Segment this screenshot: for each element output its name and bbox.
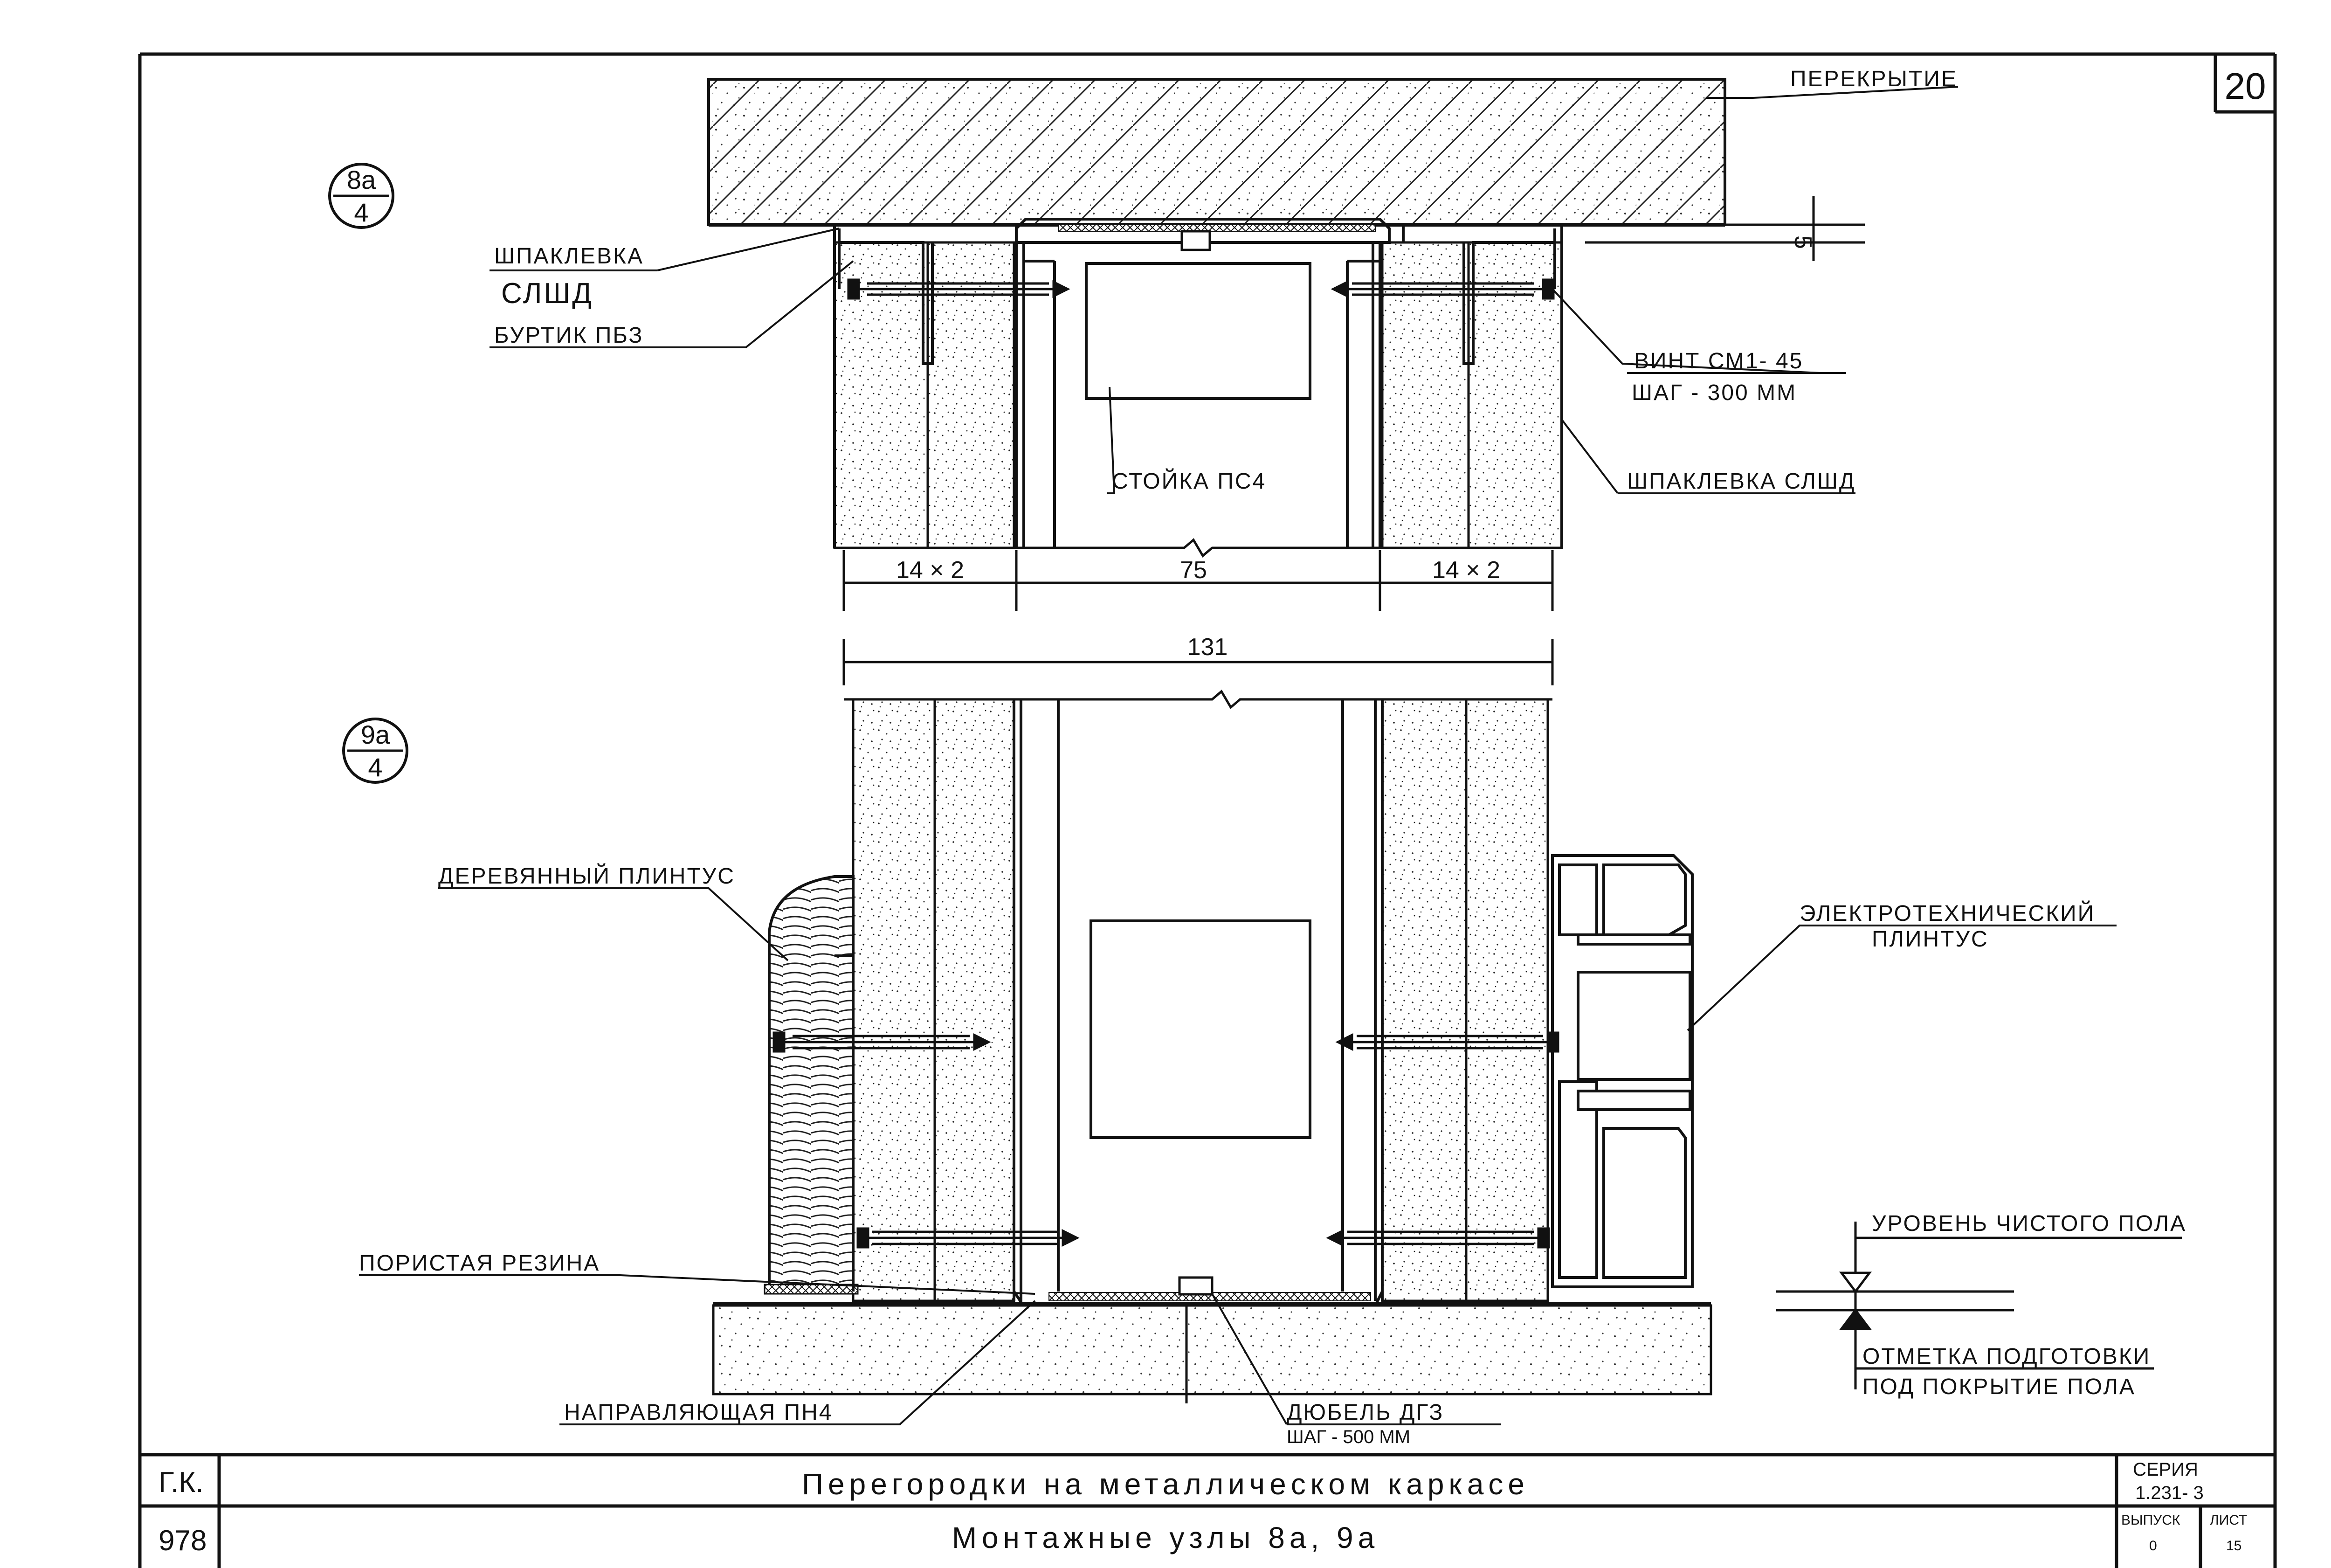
- label-vint: ВИНТ СМ1- 45: [1634, 349, 1803, 373]
- screw-top-right: [1331, 278, 1555, 300]
- seriya-label: СЕРИЯ: [2133, 1459, 2198, 1480]
- dim-right-layer: 14 × 2: [1432, 557, 1500, 584]
- callout-9a: 9a 4: [342, 718, 408, 784]
- list-value: 15: [2226, 1538, 2241, 1554]
- gypsum-board-9a-right-outer: [1465, 698, 1549, 1302]
- label-otmetka-1: ОТМЕТКА ПОДГОТОВКИ: [1862, 1344, 2151, 1369]
- title-sub: Монтажные узлы 8а, 9а: [952, 1521, 1379, 1554]
- floor-slab: [712, 1304, 1712, 1395]
- svg-text:4: 4: [368, 753, 382, 782]
- gypsum-board-9a-left-outer: [852, 698, 936, 1302]
- label-uroven: УРОВЕНЬ ЧИСТОГО ПОЛА: [1872, 1211, 2186, 1236]
- screw-top-left: [847, 278, 1070, 300]
- label-derev-plintus: ДЕРЕВЯННЫЙ ПЛИНТУС: [438, 863, 735, 889]
- title-main: Перегородки на металлическом каркасе: [802, 1467, 1529, 1501]
- gypsum-board-9a-right-inner: [1381, 698, 1468, 1302]
- screw-9a-left-lower: [856, 1227, 1080, 1249]
- electric-baseboard: [1551, 854, 1694, 1288]
- gap-dimension: [1585, 196, 1865, 261]
- node-8a: 5 14 × 2 75 14 × 2 131: [490, 78, 1959, 685]
- label-elektro-plintus-1: ЭЛЕКТРОТЕХНИЧЕСКИЙ: [1800, 900, 2095, 926]
- gypsum-board-9a-left-inner: [933, 698, 1015, 1302]
- label-dyubel: ДЮБЕЛЬ ДГЗ: [1287, 1400, 1444, 1425]
- svg-text:8a: 8a: [347, 165, 376, 194]
- ceiling-slab: [707, 78, 1726, 226]
- label-perekrytie: ПЕРЕКРЫТИЕ: [1790, 67, 1958, 91]
- screw-9a-right-upper: [1335, 1031, 1559, 1053]
- gypsum-board-right-inner: [1381, 241, 1470, 549]
- stud-opening-9a: [1090, 919, 1311, 1139]
- code-bottom: 978: [159, 1525, 207, 1557]
- dim-middle: 75: [1180, 557, 1207, 584]
- label-poristaya: ПОРИСТАЯ РЕЗИНА: [359, 1251, 600, 1276]
- label-otmetka-2: ПОД ПОКРЫТИЕ ПОЛА: [1862, 1375, 2136, 1399]
- label-shpaklevka-1: ШПАКЛЕВКА: [494, 244, 644, 269]
- dim-total: 131: [1187, 634, 1228, 661]
- screw-9a-right-lower: [1326, 1227, 1550, 1249]
- node-9a: [359, 690, 2182, 1425]
- floor-level-symbols: [1776, 1222, 2182, 1389]
- svg-text:9a: 9a: [361, 720, 390, 749]
- top-guide-profile: [1015, 218, 1391, 244]
- gap-dimension-label: 5: [1789, 235, 1816, 249]
- label-shag-vint: ШАГ - 300 ММ: [1632, 380, 1797, 405]
- dim-left-layer: 14 × 2: [896, 557, 964, 584]
- vypusk-label: ВЫПУСК: [2121, 1513, 2180, 1528]
- wooden-baseboard: [768, 875, 855, 1293]
- stud-opening: [1085, 262, 1311, 400]
- svg-text:4: 4: [354, 198, 368, 227]
- label-napravlyayuschaya: НАПРАВЛЯЮЩАЯ ПН4: [564, 1400, 833, 1425]
- list-label: ЛИСТ: [2210, 1513, 2247, 1528]
- callout-8a: 8a 4: [328, 163, 394, 229]
- top-dowel: [1180, 230, 1211, 251]
- bottom-dowel: [1178, 1276, 1214, 1296]
- label-stoyka: СТОЙКА ПС4: [1112, 468, 1266, 494]
- title-block: [140, 1453, 2275, 1568]
- gypsum-board-left-inner: [926, 241, 1015, 549]
- sheet-frame: [138, 52, 2277, 1568]
- seriya-value: 1.231- 3: [2135, 1483, 2204, 1503]
- label-shag-dyubel: ШАГ - 500 ММ: [1287, 1427, 1410, 1447]
- vypusk-value: 0: [2149, 1538, 2157, 1554]
- code-top: Г.К.: [159, 1466, 204, 1499]
- label-burtik: БУРТИК ПБЗ: [494, 323, 643, 348]
- screw-9a-left-upper: [772, 1031, 991, 1053]
- label-slshd-1: СЛШД: [501, 277, 593, 310]
- label-shpaklevka-2: ШПАКЛЕВКА СЛШД: [1627, 469, 1855, 494]
- label-elektro-plintus-2: ПЛИНТУС: [1872, 927, 1989, 952]
- sheet-number: 20: [2225, 65, 2266, 107]
